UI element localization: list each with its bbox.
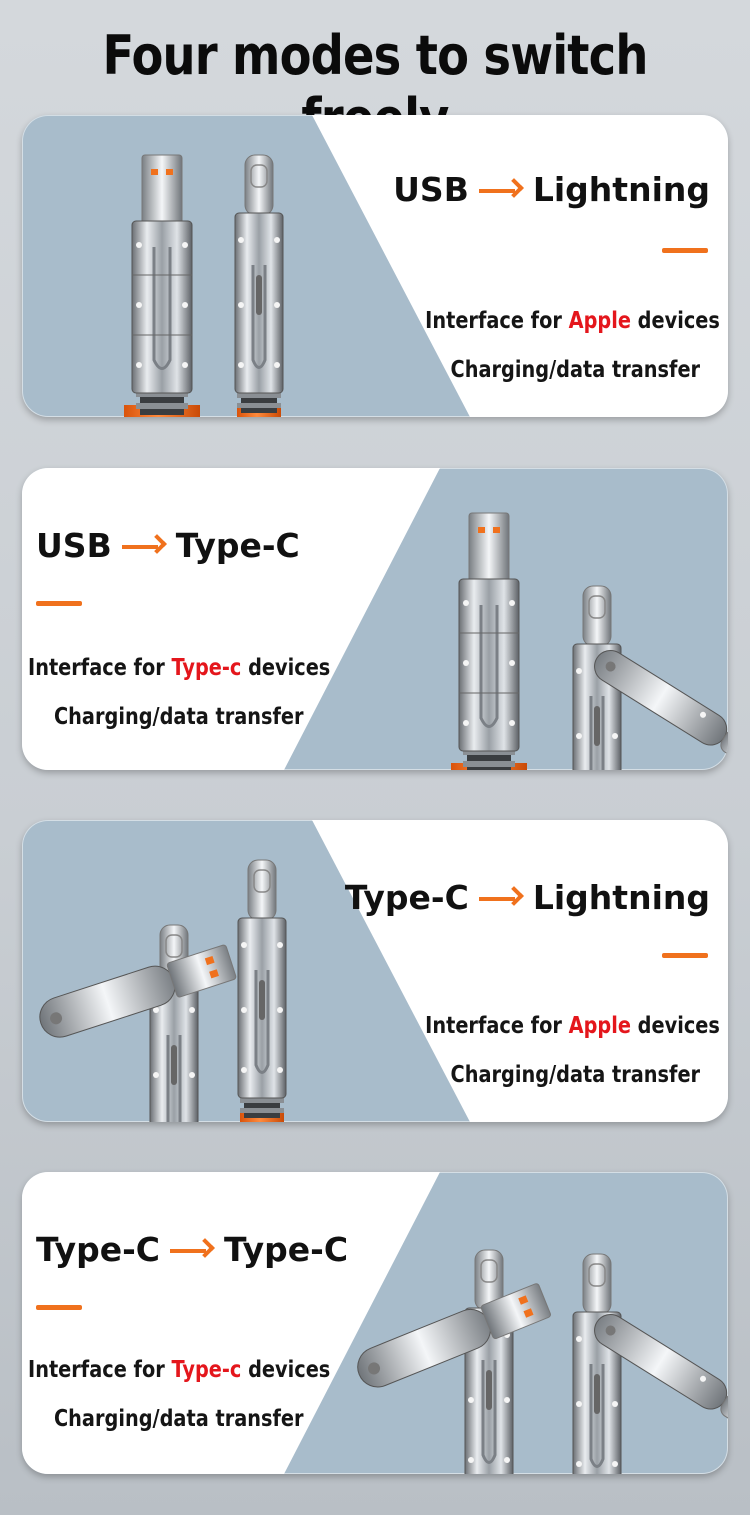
- mode-to: Lightning: [532, 170, 710, 209]
- mode-subtext: Charging/data transfer: [54, 1406, 304, 1432]
- accent-dash: [36, 601, 82, 606]
- mode-card-usb-lightning: USB Lightning Interface for Apple device…: [22, 115, 728, 417]
- description-highlight: Type-c: [171, 1357, 242, 1383]
- description-highlight: Type-c: [171, 655, 242, 681]
- mode-from: USB: [393, 170, 469, 209]
- arrow-right-icon: [477, 883, 525, 913]
- mode-title: USB Type-C: [36, 526, 300, 565]
- mode-subtext: Charging/data transfer: [450, 1062, 700, 1088]
- mode-card-typec-typec: Type-C Type-C Interface for Type-c devic…: [22, 1172, 728, 1474]
- mode-from: Type-C: [36, 1230, 161, 1269]
- accent-dash: [662, 248, 708, 253]
- accent-dash: [662, 953, 708, 958]
- description-highlight: Apple: [568, 1013, 632, 1039]
- mode-to: Type-C: [224, 1230, 349, 1269]
- mode-title: Type-C Lightning: [345, 878, 710, 917]
- arrow-right-icon: [168, 1235, 216, 1265]
- mode-to: Lightning: [532, 878, 710, 917]
- headline: Four modes to switch freely: [102, 24, 648, 150]
- arrow-right-icon: [120, 531, 168, 561]
- accent-dash: [36, 1305, 82, 1310]
- mode-description: Interface for Type-c devices: [28, 655, 331, 681]
- mode-card-typec-lightning: Type-C Lightning Interface for Apple dev…: [22, 820, 728, 1122]
- mode-to: Type-C: [175, 526, 300, 565]
- mode-description: Interface for Apple devices: [425, 308, 720, 334]
- mode-card-usb-typec: USB Type-C Interface for Type-c devices …: [22, 468, 728, 770]
- mode-subtext: Charging/data transfer: [54, 704, 304, 730]
- mode-from: USB: [36, 526, 112, 565]
- mode-title: USB Lightning: [393, 170, 710, 209]
- description-highlight: Apple: [568, 308, 632, 334]
- mode-description: Interface for Apple devices: [425, 1013, 720, 1039]
- arrow-right-icon: [477, 175, 525, 205]
- mode-description: Interface for Type-c devices: [28, 1357, 331, 1383]
- mode-title: Type-C Type-C: [36, 1230, 348, 1269]
- mode-from: Type-C: [344, 878, 469, 917]
- mode-subtext: Charging/data transfer: [450, 357, 700, 383]
